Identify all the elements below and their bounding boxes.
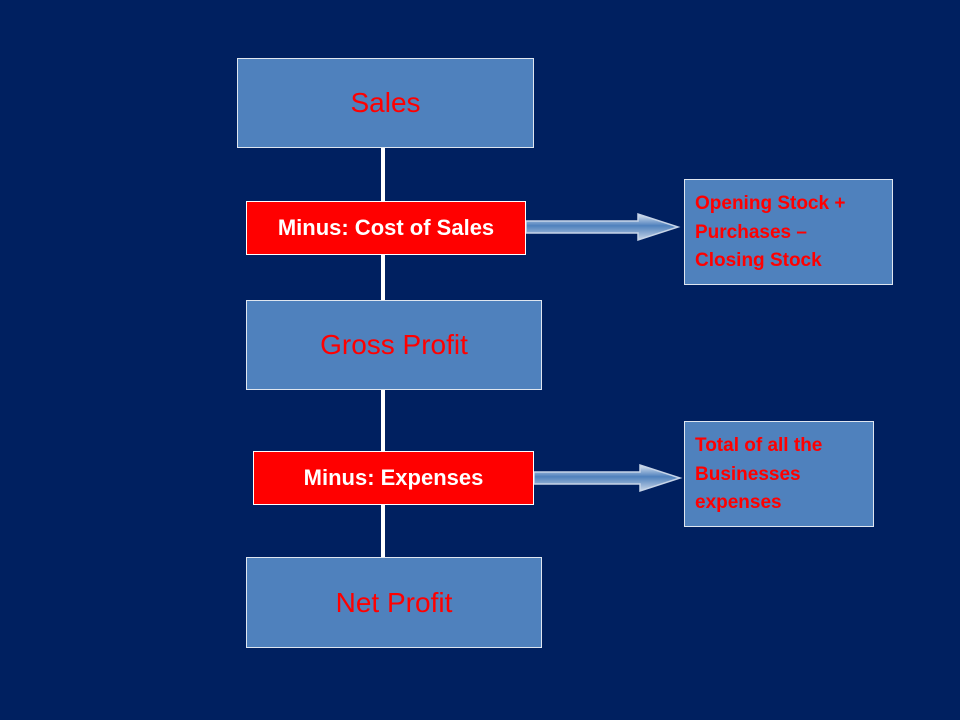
- expenses-note-text: Total of all the Businesses expenses: [695, 435, 823, 513]
- gross-profit-box: Gross Profit: [246, 300, 542, 390]
- expenses-note-box: Total of all the Businesses expenses: [684, 421, 874, 527]
- expenses-arrow: [533, 463, 683, 493]
- cost-of-sales-arrow: [525, 212, 681, 242]
- expenses-label: Minus: Expenses: [303, 465, 484, 490]
- cost-of-sales-note-box: Opening Stock + Purchases – Closing Stoc…: [684, 179, 893, 285]
- cost-of-sales-note-text: Opening Stock + Purchases – Closing Stoc…: [695, 193, 846, 271]
- sales-box: Sales: [237, 58, 534, 148]
- cost-of-sales-label: Minus: Cost of Sales: [277, 215, 495, 240]
- net-profit-box: Net Profit: [246, 557, 542, 648]
- expenses-box: Minus: Expenses: [253, 451, 534, 505]
- net-profit-label: Net Profit: [335, 586, 453, 618]
- sales-label: Sales: [350, 87, 421, 118]
- cost-of-sales-box: Minus: Cost of Sales: [246, 201, 526, 255]
- gross-profit-label: Gross Profit: [320, 329, 468, 360]
